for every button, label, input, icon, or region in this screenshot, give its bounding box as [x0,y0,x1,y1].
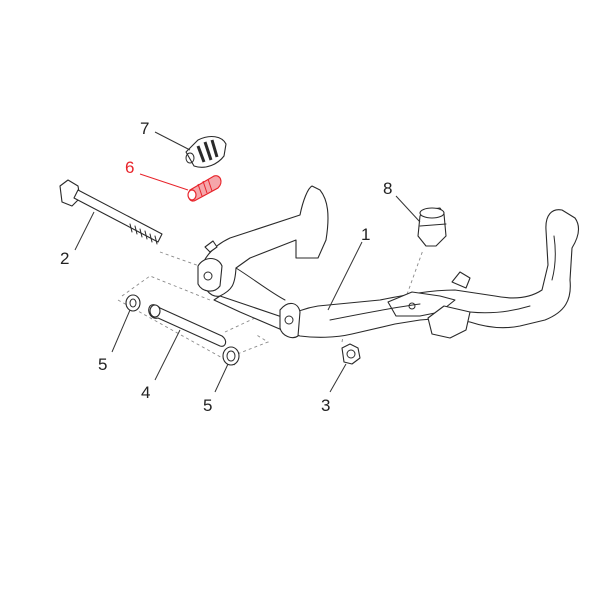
callout-2: 2 [60,249,69,268]
bolt-part [59,179,163,245]
callout-1: 1 [361,225,370,244]
spring-part [185,135,227,168]
callout-7: 7 [140,119,149,138]
nut-part [341,343,361,365]
callout-3: 3 [321,396,330,415]
callout-4: 4 [141,383,150,402]
rubber-stop-part [417,207,447,247]
callout-5-right: 5 [203,396,212,415]
spring-part-highlighted [187,175,222,202]
callout-8: 8 [383,179,392,198]
center-stand-part [197,185,579,339]
leader-lines [74,131,421,393]
callout-5-left: 5 [98,355,107,374]
callout-6: 6 [125,158,134,177]
washer-right-part [222,346,240,366]
pivot-pin-part [148,304,227,347]
callout-labels: 1 2 3 4 5 5 6 7 8 [60,119,392,415]
washer-left-part [125,294,141,312]
